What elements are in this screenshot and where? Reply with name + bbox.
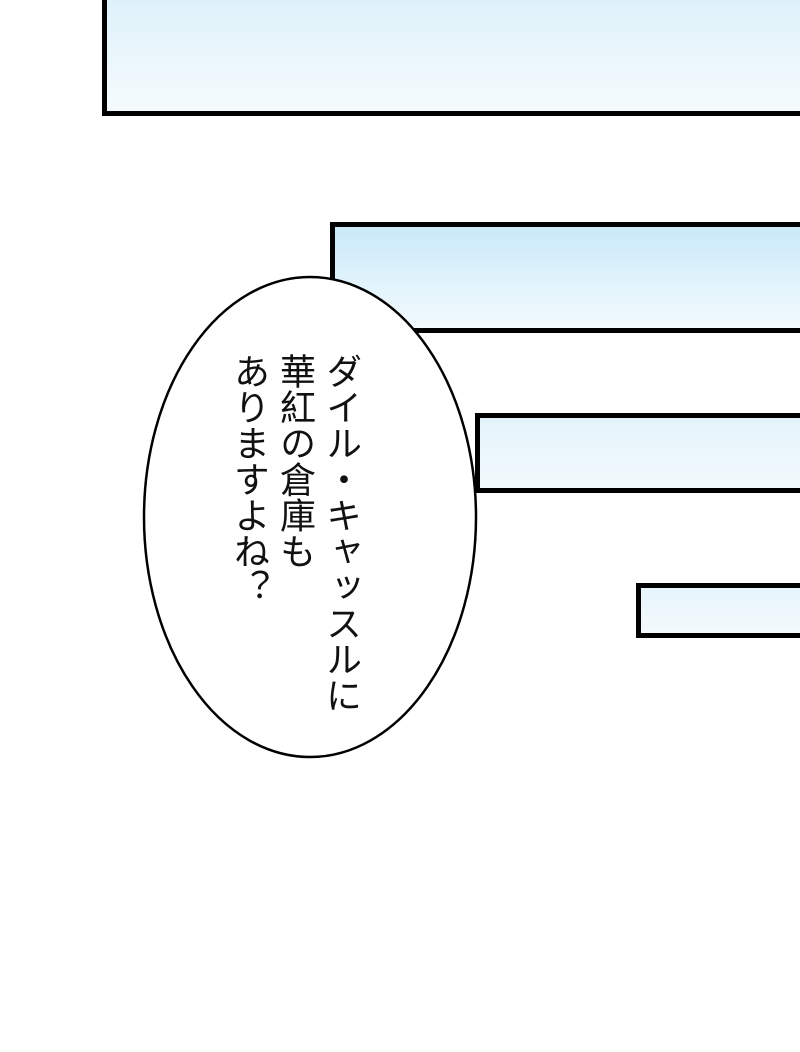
comic-panel-1 — [102, 0, 800, 116]
speech-line-2: 華紅の倉庫も — [274, 353, 315, 569]
speech-bubble — [142, 275, 478, 759]
comic-panel-3 — [475, 413, 800, 493]
speech-line-3: ありますよね？ — [228, 353, 269, 605]
speech-line-1: ダイル・キャッスルに — [320, 353, 361, 713]
speech-bubble-outline-icon — [142, 275, 478, 759]
speech-bubble-text: ダイル・キャッスルに 華紅の倉庫も ありますよね？ — [225, 353, 363, 713]
comic-panel-4 — [636, 583, 800, 638]
comic-panel-2 — [330, 222, 800, 333]
